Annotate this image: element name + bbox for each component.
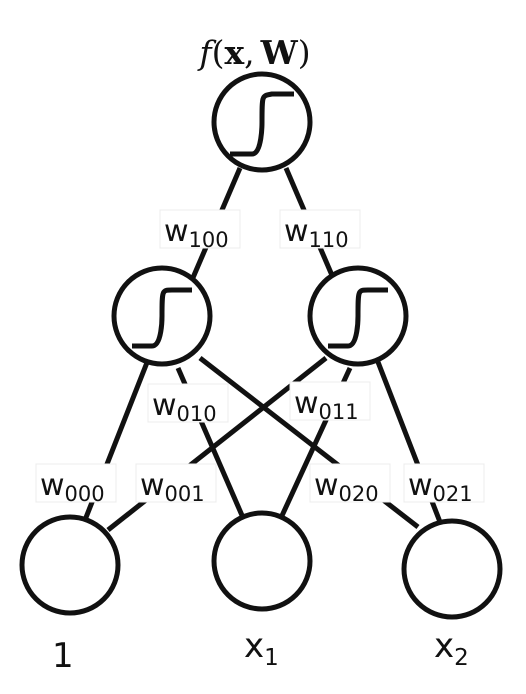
weight-label-w011: w011 — [289, 381, 371, 424]
open-paren: ( — [212, 33, 225, 72]
weight-base: w — [314, 468, 339, 503]
weight-subscript: 010 — [177, 402, 217, 426]
weight-label-w001: w001 — [135, 463, 217, 506]
input-label-x2: x2 — [434, 626, 469, 671]
weight-base: w — [408, 468, 433, 503]
weight-base: w — [140, 468, 165, 503]
svg-text:w100: w100 — [164, 214, 229, 252]
weight-label-w110: w110 — [279, 209, 361, 252]
weight-subscript: 000 — [65, 482, 105, 506]
weight-base: w — [284, 214, 309, 249]
input-label-bias: 1 — [52, 636, 74, 676]
output-function-label: f(x,W) — [196, 33, 310, 72]
input-node-bias — [19, 514, 121, 616]
sigmoid-icon — [230, 91, 294, 157]
input-label-subscript: 1 — [264, 645, 279, 671]
sigmoid-icon — [132, 287, 192, 349]
svg-text:w001: w001 — [140, 468, 205, 506]
svg-text:w010: w010 — [152, 388, 217, 426]
input-vector-symbol: x — [224, 33, 244, 72]
input-node-x1 — [211, 510, 313, 612]
weight-label-w020: w020 — [309, 463, 391, 506]
weight-base: w — [164, 214, 189, 249]
weight-subscript: 100 — [189, 228, 229, 252]
weight-base: w — [40, 468, 65, 503]
comma-symbol: , — [244, 33, 255, 72]
input-node-x2 — [401, 518, 503, 620]
weight-matrix-symbol: W — [260, 33, 299, 72]
weight-subscript: 020 — [339, 482, 379, 506]
weight-base: w — [152, 388, 177, 423]
input-label-base: 1 — [52, 636, 74, 676]
weight-label-w100: w100 — [159, 209, 241, 252]
weight-subscript: 021 — [433, 482, 473, 506]
svg-text:w011: w011 — [294, 386, 359, 424]
weight-base: w — [294, 386, 319, 421]
input-label-base: x — [434, 626, 454, 666]
weight-label-w000: w000 — [35, 463, 117, 506]
weight-subscript: 011 — [319, 400, 359, 424]
input-label-subscript: 2 — [454, 645, 469, 671]
input-label-x1: x1 — [244, 626, 279, 671]
svg-text:w021: w021 — [408, 468, 473, 506]
svg-text:w110: w110 — [284, 214, 349, 252]
close-paren: ) — [298, 33, 311, 72]
weight-label-w021: w021 — [403, 463, 485, 506]
svg-text:w000: w000 — [40, 468, 105, 506]
weight-subscript: 001 — [165, 482, 205, 506]
weight-subscript: 110 — [309, 228, 349, 252]
input-label-base: x — [244, 626, 264, 666]
sigmoid-icon — [328, 287, 388, 349]
svg-text:w020: w020 — [314, 468, 379, 506]
weight-label-w010: w010 — [147, 383, 229, 426]
